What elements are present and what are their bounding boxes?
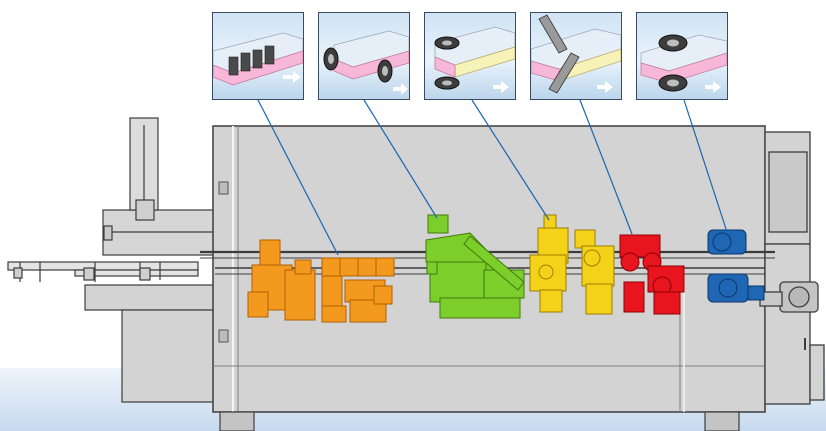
inset-buffing — [636, 12, 728, 100]
inset-corner-scraper — [530, 12, 622, 100]
fine-trim-wheels-icon — [434, 26, 515, 93]
module-rough-trim — [425, 214, 525, 319]
module-end-trim — [247, 239, 395, 323]
rough-trim-wheels-icon — [323, 30, 409, 95]
infeed-section — [84, 209, 218, 403]
module-buffing — [707, 229, 765, 303]
module-corner-scraper — [619, 234, 685, 315]
buffing-wheels-icon — [640, 34, 727, 93]
end-trim-saw-icon — [213, 32, 303, 86]
module-fine-trim — [529, 214, 615, 315]
leader-lines — [257, 99, 728, 256]
inset-rough-trim — [318, 12, 410, 100]
pressure-column — [129, 117, 159, 221]
infeed-rails — [7, 261, 199, 282]
inset-end-trim — [212, 12, 304, 100]
corner-scraper-icon — [531, 14, 621, 94]
machine-feet — [219, 411, 740, 431]
inset-fine-trim — [424, 12, 516, 100]
drive-cabinet — [759, 131, 825, 405]
